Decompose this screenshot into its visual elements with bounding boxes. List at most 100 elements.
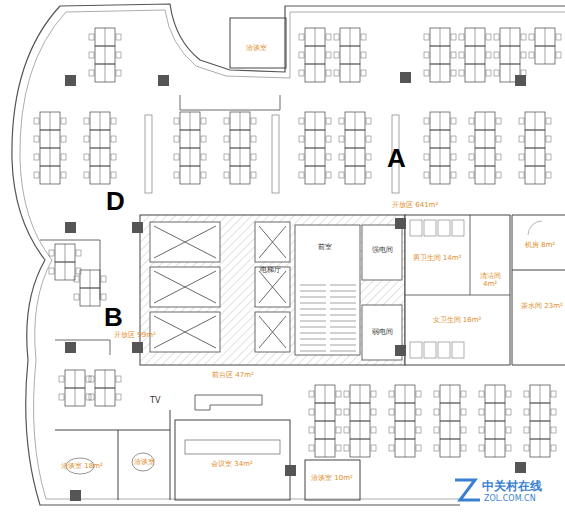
desk-divider — [440, 148, 441, 166]
desk-divider — [440, 130, 441, 148]
chair — [299, 70, 304, 76]
room-label: 女卫生间 16m² — [408, 316, 507, 324]
desk — [315, 421, 335, 439]
desk-divider — [540, 403, 541, 421]
room-label: 清洁间 4m² — [473, 272, 507, 288]
desk-divider — [360, 403, 361, 421]
chair — [344, 391, 349, 397]
chair — [424, 136, 429, 142]
chair — [389, 427, 394, 433]
desk — [95, 46, 115, 64]
chair — [371, 427, 376, 433]
desk-divider — [485, 166, 486, 184]
chair — [334, 34, 339, 40]
desk-divider — [355, 130, 356, 148]
room: 前室 — [300, 227, 350, 267]
chair — [459, 52, 464, 58]
desk — [535, 46, 555, 64]
elevator-shaft — [150, 267, 220, 307]
conference-room — [175, 420, 290, 500]
chair — [524, 409, 529, 415]
desk — [40, 112, 60, 130]
stall — [424, 220, 436, 236]
desk-divider — [50, 148, 51, 166]
chair — [61, 118, 66, 124]
interior-wall-line — [20, 10, 565, 499]
desk-divider — [475, 46, 476, 64]
chair — [371, 409, 376, 415]
meeting-room-small — [305, 460, 360, 500]
stair-tread — [300, 327, 326, 328]
desk-divider — [240, 166, 241, 184]
chair — [524, 427, 529, 433]
stairs — [300, 285, 356, 351]
desk — [350, 403, 370, 421]
chair — [496, 172, 501, 178]
chair — [551, 409, 556, 415]
chair — [116, 52, 121, 58]
chair — [111, 154, 116, 160]
stair-tread — [300, 291, 326, 292]
room: 机房 8m² — [512, 215, 565, 270]
chair — [326, 136, 331, 142]
desk — [350, 385, 370, 403]
zone-letter: D — [106, 186, 125, 217]
column — [132, 342, 143, 353]
desk — [485, 403, 505, 421]
desk-divider — [510, 46, 511, 64]
chair — [461, 445, 466, 451]
chair — [344, 445, 349, 451]
stair-tread — [330, 291, 356, 292]
desk — [95, 64, 115, 82]
desk-divider — [355, 148, 356, 166]
conference-table — [185, 440, 280, 454]
area-label: 开放区 99m² — [114, 330, 156, 340]
desk-divider — [50, 112, 51, 130]
stair-tread — [330, 303, 356, 304]
desk — [55, 262, 75, 280]
column — [70, 490, 81, 501]
chair — [519, 172, 524, 178]
desk-divider — [540, 421, 541, 439]
chair — [339, 172, 344, 178]
stall — [410, 220, 422, 236]
desk-divider — [325, 421, 326, 439]
chair — [344, 427, 349, 433]
chair — [174, 154, 179, 160]
desk — [65, 370, 85, 388]
stair-tread — [330, 333, 356, 334]
chair — [551, 427, 556, 433]
desk — [90, 112, 110, 130]
desk-divider — [360, 421, 361, 439]
desk — [535, 28, 555, 46]
desk-divider — [350, 46, 351, 64]
meeting-room-walls — [55, 410, 170, 500]
desk-divider — [350, 64, 351, 82]
columns — [65, 72, 526, 501]
chair — [111, 136, 116, 142]
desk — [430, 112, 450, 130]
desk-divider — [240, 148, 241, 166]
desk-divider — [355, 166, 356, 184]
desk — [305, 166, 325, 184]
desk-divider — [450, 439, 451, 457]
chair — [529, 52, 534, 58]
chair — [116, 376, 121, 382]
area-label: 前台区 47m² — [212, 370, 254, 380]
chair — [506, 391, 511, 397]
desk — [180, 166, 200, 184]
desk — [475, 130, 495, 148]
stair-tread — [330, 339, 356, 340]
chair — [251, 154, 256, 160]
chair — [424, 52, 429, 58]
chair — [101, 294, 106, 300]
desk — [180, 148, 200, 166]
chair — [49, 268, 54, 274]
chair — [309, 409, 314, 415]
stair-tread — [330, 309, 356, 310]
chair — [366, 136, 371, 142]
watermark-logo — [455, 480, 480, 500]
desk-divider — [495, 421, 496, 439]
desk — [395, 439, 415, 457]
column — [395, 218, 406, 229]
